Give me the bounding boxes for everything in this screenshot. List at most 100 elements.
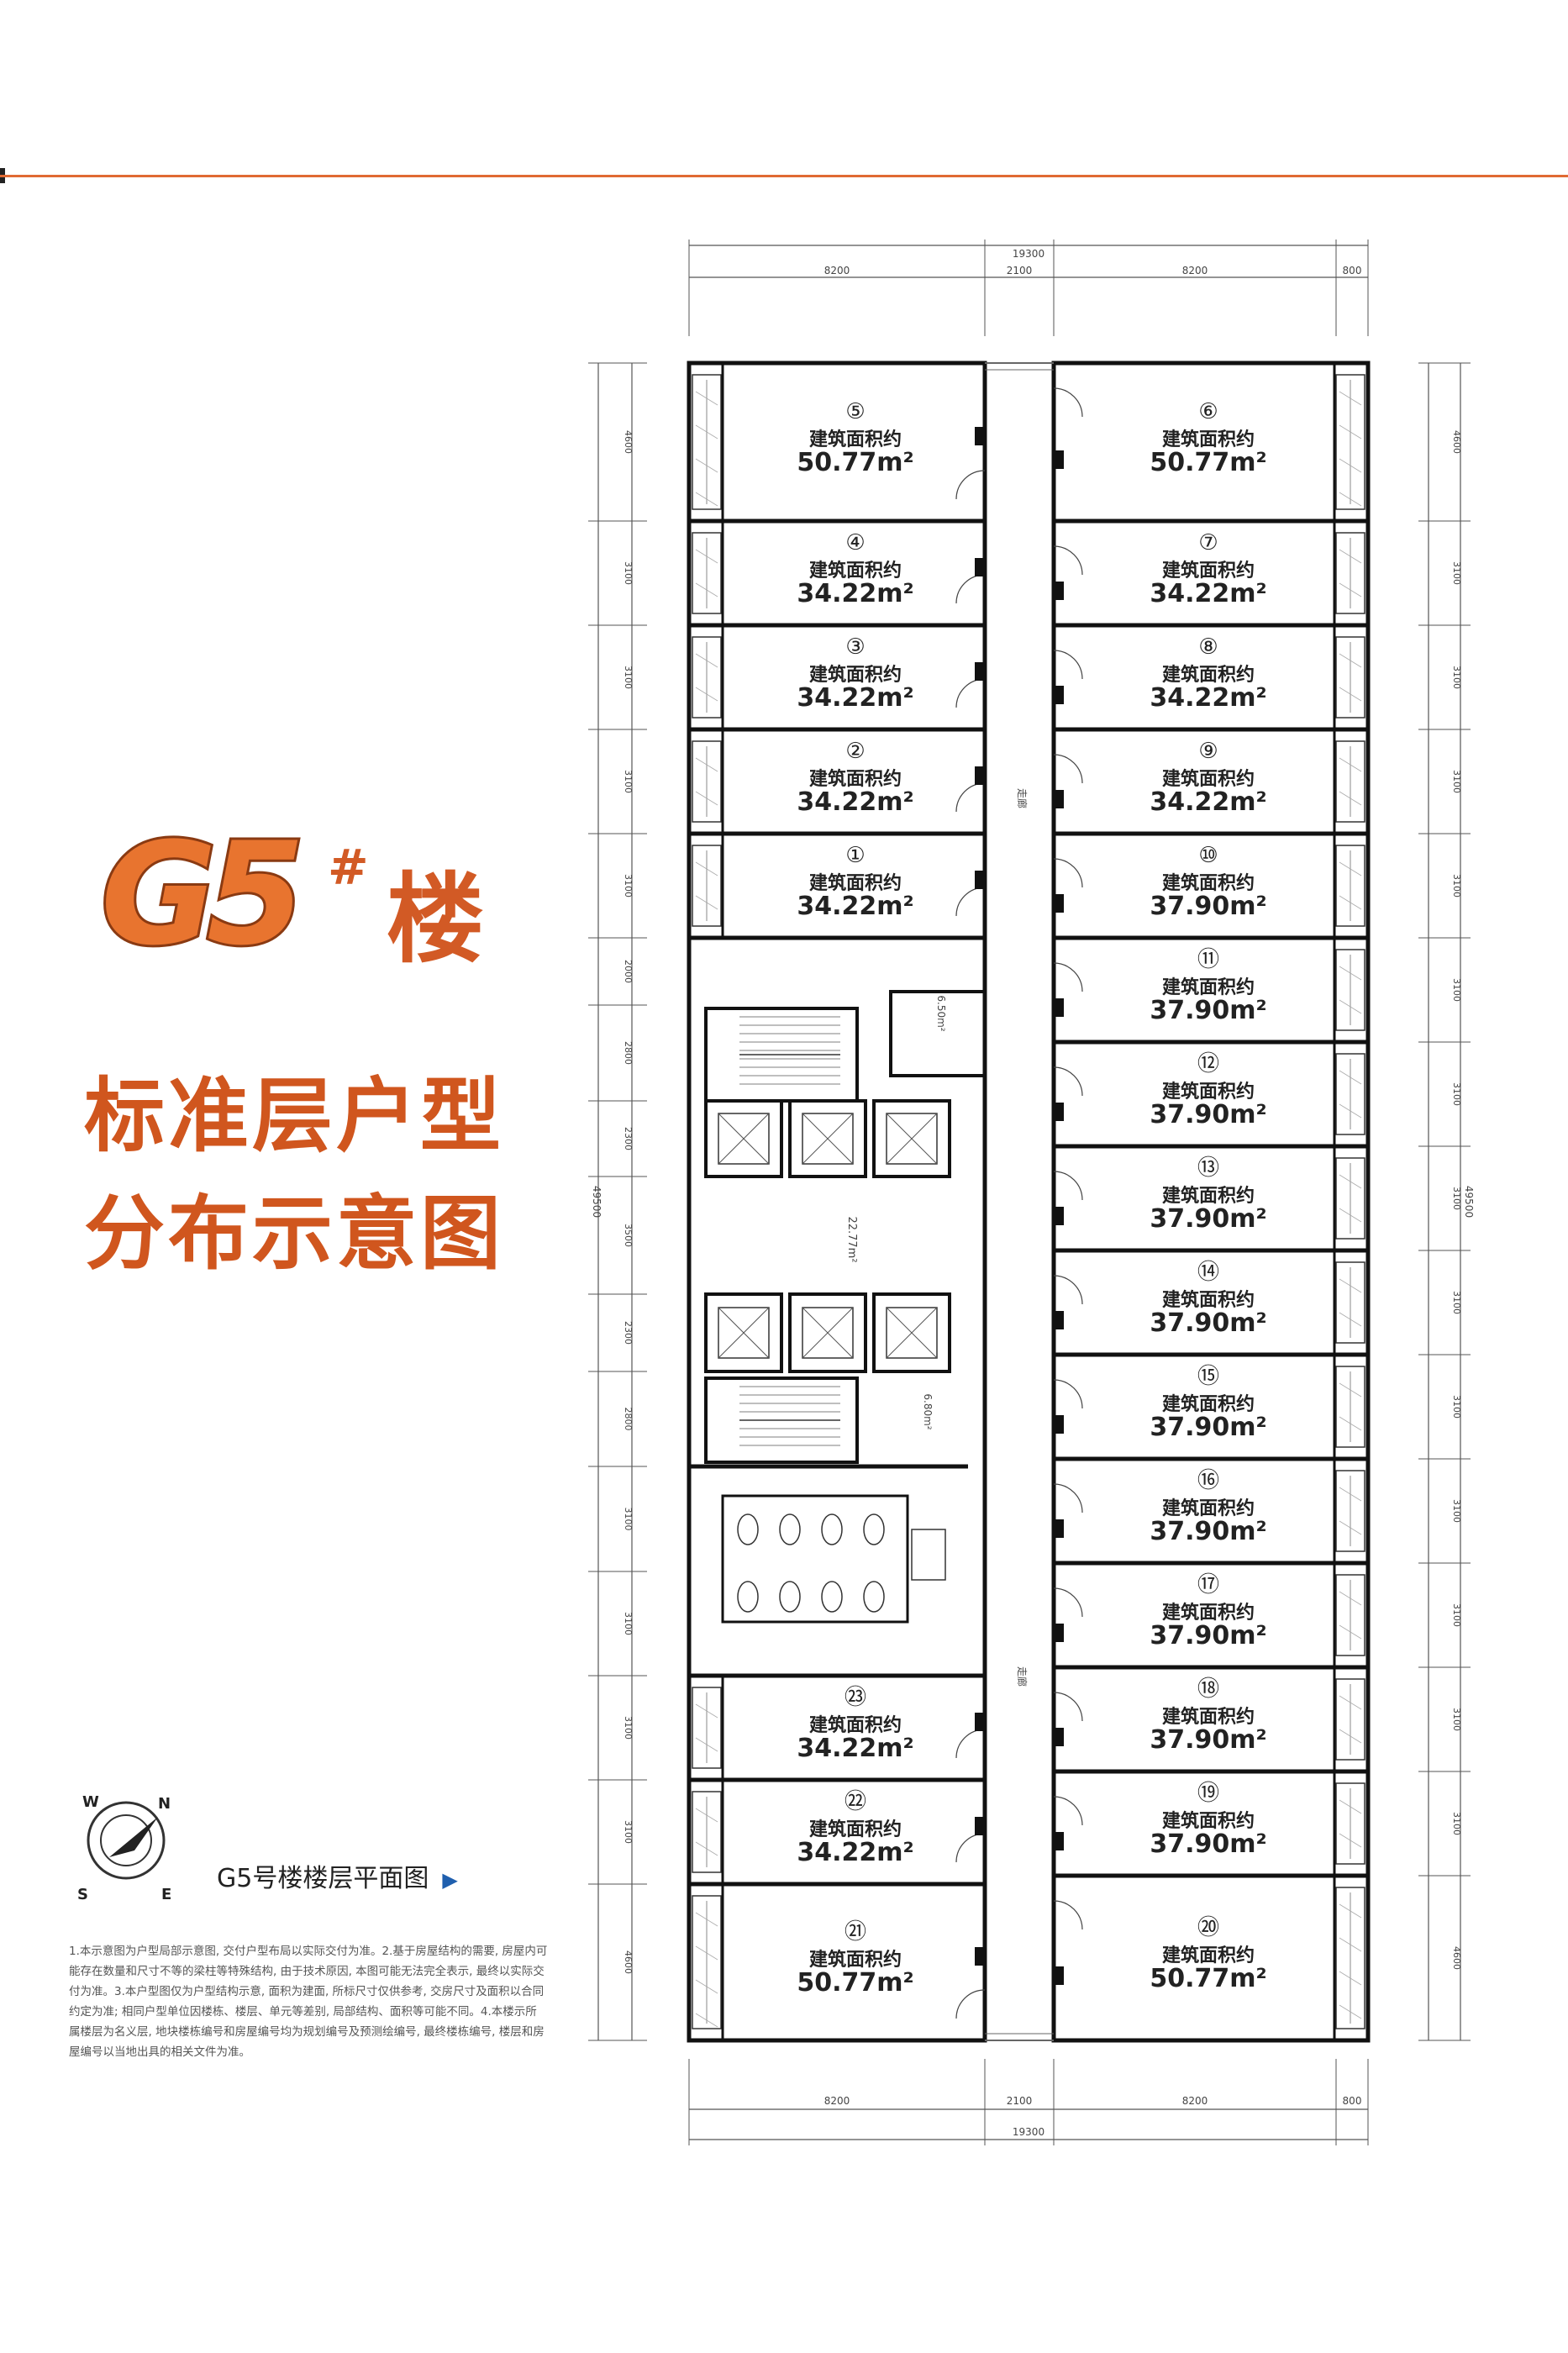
unit-area-value: 37.90m² xyxy=(1150,1204,1266,1234)
dim-left-part: 3100 xyxy=(623,666,634,689)
column xyxy=(1054,1519,1064,1538)
dim-bottom-part: 8200 xyxy=(824,2095,850,2107)
elevator-car xyxy=(802,1307,854,1359)
left-balcony-hatch xyxy=(695,1912,718,1927)
left-balcony-hatch xyxy=(695,1945,718,1961)
elevator-shaft xyxy=(704,1099,783,1178)
dim-right-part: 4600 xyxy=(1451,430,1462,454)
dim-left-part: 3500 xyxy=(623,1224,634,1247)
toilet-fixture xyxy=(863,1513,885,1545)
dim-right-part: 3100 xyxy=(1451,1708,1462,1731)
unit-area-label: 建筑面积约 xyxy=(1162,1081,1255,1103)
unit-number: ⑤ xyxy=(845,399,865,424)
column xyxy=(1054,686,1064,704)
compass-e: E xyxy=(161,1886,171,1903)
dim-top-part: 2100 xyxy=(1007,265,1033,276)
right-balcony-hatch xyxy=(1339,1971,1362,1986)
door-swing xyxy=(1053,1379,1083,1409)
elevator-shaft xyxy=(704,1292,783,1373)
right-balcony-hatch xyxy=(1339,1591,1362,1606)
dim-right-part: 3100 xyxy=(1451,978,1462,1002)
dim-left-part: 2800 xyxy=(623,1408,634,1431)
right-balcony-hatch xyxy=(1339,492,1362,507)
dim-left-part: 3100 xyxy=(623,561,634,585)
elevator-x xyxy=(886,1113,938,1165)
dim-right-part: 3100 xyxy=(1451,874,1462,898)
door-swing xyxy=(1053,1483,1083,1513)
unit-number: ⑪ xyxy=(1197,947,1219,972)
right-balcony-hatch xyxy=(1339,1278,1362,1293)
unit-area-value: 37.90m² xyxy=(1150,1100,1266,1129)
toilet-fixture xyxy=(863,1581,885,1613)
left-balcony-hatch xyxy=(695,1703,718,1719)
dim-left-part: 3100 xyxy=(623,1716,634,1740)
dim-right-part: 3100 xyxy=(1451,561,1462,585)
column xyxy=(1054,998,1064,1017)
unit-area-value: 37.90m² xyxy=(1150,1308,1266,1338)
dim-right-part: 3100 xyxy=(1451,770,1462,793)
unit-number: ㉓ xyxy=(845,1685,866,1710)
unit-area-value: 34.22m² xyxy=(797,1838,913,1867)
unit-number: ⑧ xyxy=(1198,634,1218,660)
unit-number: ⑩ xyxy=(1198,843,1218,868)
unit-area-label: 建筑面积约 xyxy=(1162,976,1255,998)
dim-left-part: 4600 xyxy=(623,1950,634,1974)
dim-top-part: 8200 xyxy=(824,265,850,276)
toilet-fixture xyxy=(779,1581,801,1613)
unit-area-label: 建筑面积约 xyxy=(1162,1498,1255,1519)
unit-number: ⑮ xyxy=(1197,1364,1219,1389)
column xyxy=(975,1817,985,1835)
dim-top-part: 800 xyxy=(1343,265,1362,276)
unit-area-label: 建筑面积约 xyxy=(1162,1602,1255,1624)
right-balcony-hatch xyxy=(1339,1070,1362,1085)
column xyxy=(1054,1311,1064,1329)
column xyxy=(975,662,985,681)
unit-area-value: 37.90m² xyxy=(1150,892,1266,921)
left-balcony-hatch xyxy=(695,653,718,668)
unit-area-label: 建筑面积约 xyxy=(1162,1945,1255,1966)
column xyxy=(1054,1415,1064,1434)
plan-caption-text: G5号楼楼层平面图 xyxy=(217,1864,429,1893)
unit-number: ⑱ xyxy=(1197,1677,1219,1702)
right-balcony-hatch xyxy=(1339,549,1362,564)
right-balcony-hatch xyxy=(1339,1487,1362,1502)
unit-number: ⑨ xyxy=(1198,739,1218,764)
dim-left-part: 3100 xyxy=(623,1508,634,1531)
door-swing xyxy=(1053,650,1083,680)
elevator-shaft xyxy=(872,1292,951,1373)
right-balcony-hatch xyxy=(1339,1416,1362,1431)
unit-area-value: 37.90m² xyxy=(1150,1413,1266,1442)
lobby-area: 22.77m² xyxy=(845,1216,858,1262)
triangle-right-icon: ▶ xyxy=(442,1868,458,1892)
unit-number: ㉑ xyxy=(845,1919,866,1945)
dim-left-part: 2300 xyxy=(623,1127,634,1150)
left-balcony-hatch xyxy=(695,391,718,406)
door-swing xyxy=(955,887,986,917)
unit-number: ⑯ xyxy=(1197,1468,1219,1493)
plan-caption: G5号楼楼层平面图 ▶ xyxy=(217,1857,458,1894)
door-swing xyxy=(1053,545,1083,576)
unit-number: ⑲ xyxy=(1197,1781,1219,1806)
unit-area-value: 34.22m² xyxy=(1150,579,1266,608)
elevator-x xyxy=(802,1307,854,1359)
toilet-fixture xyxy=(821,1581,843,1613)
sink xyxy=(911,1529,946,1581)
dim-top-total: 19300 xyxy=(1013,248,1044,260)
left-balcony-hatch xyxy=(695,492,718,507)
right-balcony-hatch xyxy=(1339,582,1362,597)
left-balcony-hatch xyxy=(695,791,718,806)
unit-number: ⑦ xyxy=(1198,530,1218,555)
dim-left-part: 2000 xyxy=(623,960,634,983)
unit-area-value: 34.22m² xyxy=(1150,787,1266,817)
dim-right-part: 3100 xyxy=(1451,1291,1462,1314)
right-balcony-hatch xyxy=(1339,1624,1362,1640)
unit-area-label: 建筑面积约 xyxy=(809,429,902,450)
dim-left-part: 3100 xyxy=(623,874,634,898)
unit-area-label: 建筑面积约 xyxy=(1162,1810,1255,1832)
building-hash: # xyxy=(328,839,369,896)
left-balcony-hatch xyxy=(695,757,718,772)
column xyxy=(975,1947,985,1966)
dim-left-part: 2300 xyxy=(623,1321,634,1345)
right-balcony-hatch xyxy=(1339,458,1362,473)
